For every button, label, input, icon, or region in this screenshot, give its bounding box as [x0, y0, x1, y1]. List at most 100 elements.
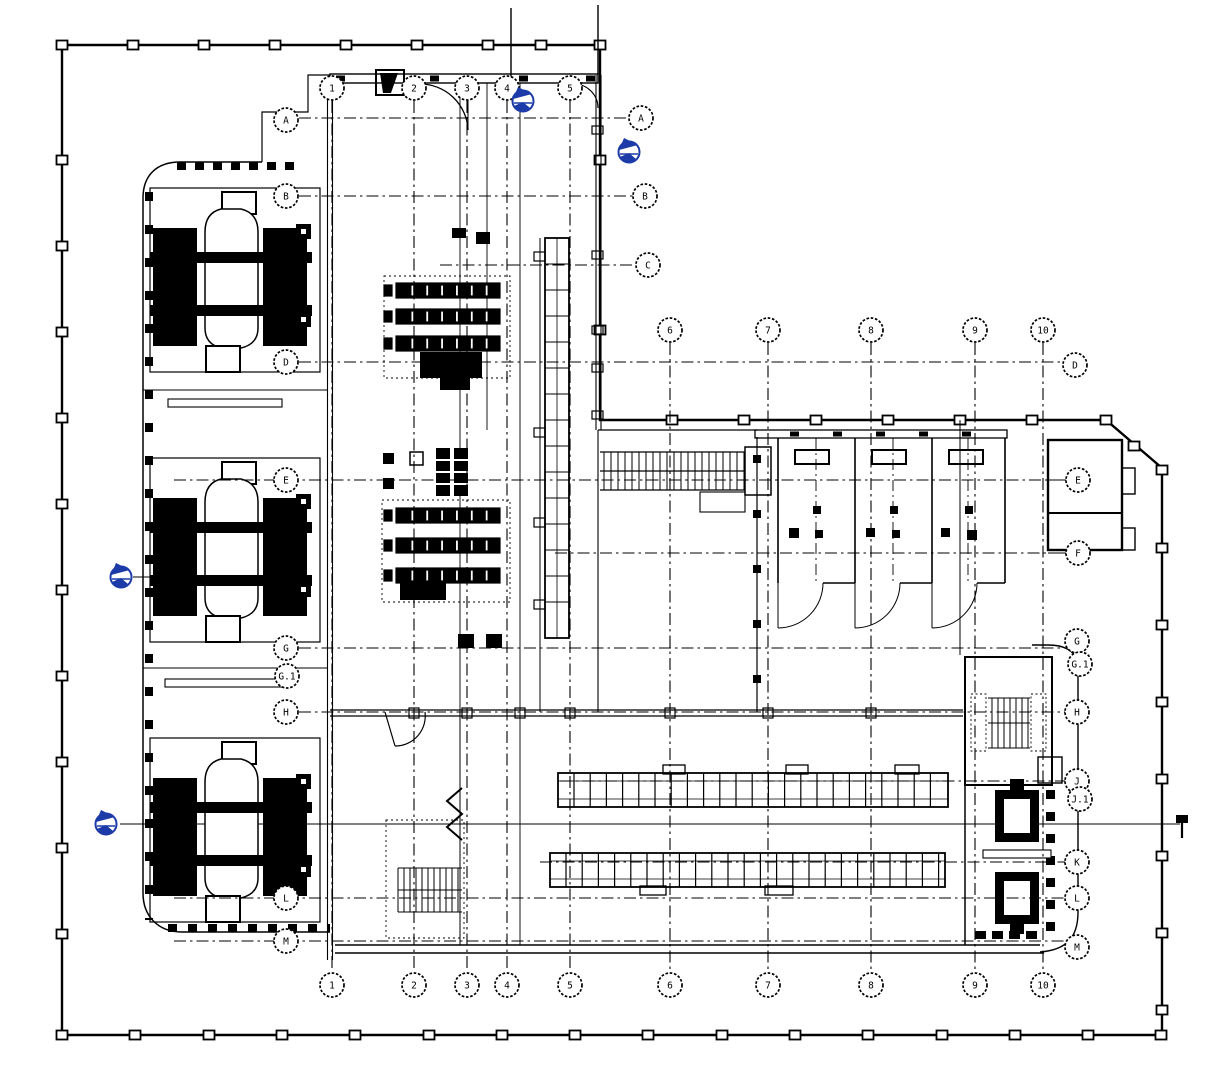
grid-bubble-label: L — [1074, 893, 1080, 904]
grid-bubble-D: D — [1062, 352, 1088, 378]
boundary-marker — [1081, 1029, 1095, 1041]
boundary-marker — [641, 1029, 655, 1041]
grid-bubble-label: K — [1074, 857, 1080, 868]
boundary-marker — [1127, 440, 1141, 452]
grid-bubble-label: 4 — [504, 980, 510, 991]
grid-bubble-label: 5 — [567, 83, 573, 94]
conveyor-trains — [549, 764, 949, 896]
grid-bubble-1: 1 — [319, 75, 345, 101]
grid-bubble-8: 8 — [858, 317, 884, 343]
grid-bubble-label: G — [283, 643, 289, 654]
boundary-marker — [55, 928, 69, 940]
grid-bubble-2: 2 — [401, 75, 427, 101]
grid-bubble-H: H — [1064, 699, 1090, 725]
grid-bubble-label: L — [283, 893, 289, 904]
conveyor-1-dividers — [573, 773, 932, 807]
site-boundary-markers — [55, 39, 1169, 1041]
boundary-marker — [55, 412, 69, 424]
grid-bubble-label: 4 — [504, 83, 510, 94]
boundary-marker — [422, 1029, 436, 1041]
grid-bubble-label: 3 — [464, 980, 470, 991]
boundary-marker — [55, 670, 69, 682]
grid-bubble-J.1: J.1 — [1067, 786, 1093, 812]
pump-units — [982, 779, 1052, 934]
grid-bubble-H: H — [273, 699, 299, 725]
grid-bubble-label: M — [1074, 942, 1080, 953]
grid-bubble-label: 5 — [567, 980, 573, 991]
boundary-marker — [55, 842, 69, 854]
boundary-marker — [788, 1029, 802, 1041]
grid-bubble-label: 10 — [1037, 325, 1049, 336]
boundary-marker — [1155, 619, 1169, 631]
grid-bubble-label: 8 — [868, 980, 874, 991]
boundary-marker — [593, 39, 607, 51]
grid-bubble-label: 2 — [411, 83, 417, 94]
boundary-marker — [1155, 927, 1169, 939]
grid-bubble-3: 3 — [454, 972, 480, 998]
boundary-marker — [861, 1029, 875, 1041]
grid-bubble-label: J — [1074, 776, 1080, 787]
boundary-marker — [55, 326, 69, 338]
process-equipment — [381, 228, 511, 648]
grid-bubble-label: F — [1075, 548, 1081, 559]
stair-treads — [603, 452, 745, 490]
grid-bubble-label: E — [1075, 475, 1081, 486]
boundary-marker — [126, 39, 140, 51]
grid-bubble-label: G.1 — [1071, 659, 1088, 670]
grid-bubble-M: M — [273, 928, 299, 954]
grid-bubble-G.1: G.1 — [1067, 651, 1093, 677]
grid-bubble-E: E — [1065, 467, 1091, 493]
boundary-marker — [593, 154, 607, 166]
grid-bubble-6: 6 — [657, 317, 683, 343]
boundary-marker — [1099, 414, 1113, 426]
grid-bubble-D: D — [273, 349, 299, 375]
grid-bubble-label: 10 — [1037, 980, 1049, 991]
boundary-marker — [481, 39, 495, 51]
grid-bubble-9: 9 — [962, 317, 988, 343]
section-markers — [94, 87, 641, 836]
grid-bubble-B: B — [273, 183, 299, 209]
boundary-marker — [665, 414, 679, 426]
grid-bubble-label: 3 — [464, 83, 470, 94]
boundary-marker — [268, 39, 282, 51]
boundary-marker — [495, 1029, 509, 1041]
grid-bubble-5: 5 — [557, 972, 583, 998]
grid-bubble-label: G.1 — [278, 671, 295, 682]
grid-bubble-L: L — [273, 885, 299, 911]
grid-lines — [174, 101, 1066, 971]
boundary-marker — [1155, 542, 1169, 554]
grid-bubble-2: 2 — [401, 972, 427, 998]
boundary-marker — [55, 154, 69, 166]
boundary-marker — [275, 1029, 289, 1041]
boundary-marker — [55, 240, 69, 252]
grid-bubble-4: 4 — [494, 972, 520, 998]
boundary-marker — [339, 39, 353, 51]
boundary-marker — [55, 1029, 69, 1041]
grid-bubble-label: 7 — [765, 325, 771, 336]
grid-bubble-9: 9 — [962, 972, 988, 998]
boundary-marker — [1155, 696, 1169, 708]
pump-row-cluster-lower — [383, 507, 501, 584]
boundary-marker — [568, 1029, 582, 1041]
grid-bubble-F: F — [1065, 540, 1091, 566]
pump-row-cluster-upper — [383, 282, 501, 352]
grid-bubble-A: A — [273, 107, 299, 133]
grid-bubble-10: 10 — [1030, 317, 1056, 343]
grid-bubble-3: 3 — [454, 75, 480, 101]
grid-bubble-8: 8 — [858, 972, 884, 998]
grid-bubble-label: A — [638, 113, 644, 124]
boundary-marker — [881, 414, 895, 426]
grid-bubble-label: E — [283, 475, 289, 486]
grid-bubble-label: 1 — [329, 980, 335, 991]
boundary-marker — [737, 414, 751, 426]
grid-bubble-label: H — [283, 707, 289, 718]
boundary-marker — [1025, 414, 1039, 426]
grid-bubble-A: A — [628, 105, 654, 131]
boundary-marker — [1155, 773, 1169, 785]
grid-bubble-label: C — [645, 260, 651, 271]
boundary-marker — [1154, 1029, 1168, 1041]
section-marker-icon — [617, 138, 641, 164]
grid-bubble-label: M — [283, 936, 289, 947]
boundary-marker — [55, 39, 69, 51]
